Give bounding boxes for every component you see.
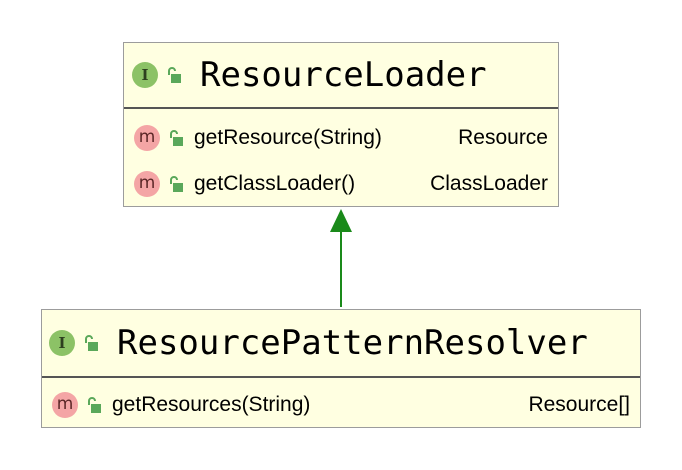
class-box-resource-pattern-resolver[interactable]: I ResourcePatternResolver m getResources… (41, 309, 641, 428)
class-box-resource-loader[interactable]: I ResourceLoader m getResource(String) R… (123, 42, 559, 207)
method-icon: m (134, 125, 160, 151)
class-name: ResourceLoader (200, 55, 487, 95)
method-return-type: ClassLoader (430, 172, 548, 195)
unlocked-padlock-icon (170, 176, 183, 192)
method-return-type: Resource (458, 126, 548, 149)
method-name: getClassLoader() (194, 172, 356, 195)
method-row[interactable]: m getClassLoader() ClassLoader (124, 161, 558, 207)
interface-icon: I (132, 62, 158, 88)
inheritance-arrowhead (330, 209, 352, 232)
interface-icon: I (49, 330, 75, 356)
unlocked-padlock-icon (170, 130, 183, 146)
method-row[interactable]: m getResource(String) Resource (124, 115, 558, 161)
method-name: getResources(String) (112, 393, 311, 416)
method-icon: m (52, 392, 78, 418)
class-header: I ResourcePatternResolver (42, 310, 640, 378)
method-name: getResource(String) (194, 126, 382, 149)
method-row[interactable]: m getResources(String) Resource[] (42, 382, 640, 428)
method-return-type: Resource[] (528, 393, 630, 416)
method-list: m getResources(String) Resource[] (42, 378, 640, 428)
method-list: m getResource(String) Resource m getClas… (124, 109, 558, 207)
unlocked-padlock-icon (168, 67, 181, 83)
method-icon: m (134, 171, 160, 197)
unlocked-padlock-icon (85, 335, 98, 351)
unlocked-padlock-icon (88, 397, 101, 413)
class-name: ResourcePatternResolver (117, 323, 588, 363)
class-header: I ResourceLoader (124, 43, 558, 109)
